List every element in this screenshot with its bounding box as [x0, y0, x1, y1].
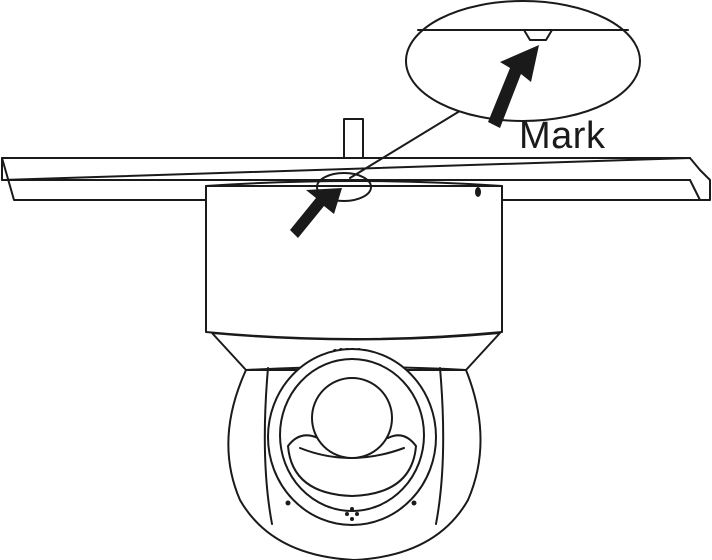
mark-label: Mark — [519, 115, 606, 157]
dome-dot-right-icon — [411, 500, 417, 506]
arrow-small-icon — [290, 188, 342, 238]
housing-screw-icon — [475, 187, 481, 197]
dome-dot-left-icon — [285, 500, 291, 506]
lens-glass — [311, 377, 393, 459]
mark-highlight-small — [316, 172, 372, 202]
microphone-icon — [345, 507, 359, 521]
arrow-large-icon — [488, 45, 539, 128]
ceiling-panel — [1, 157, 711, 201]
camera-lens — [267, 348, 437, 526]
mounting-pole — [343, 118, 364, 159]
callout-line — [349, 105, 469, 179]
camera-housing — [205, 180, 503, 340]
